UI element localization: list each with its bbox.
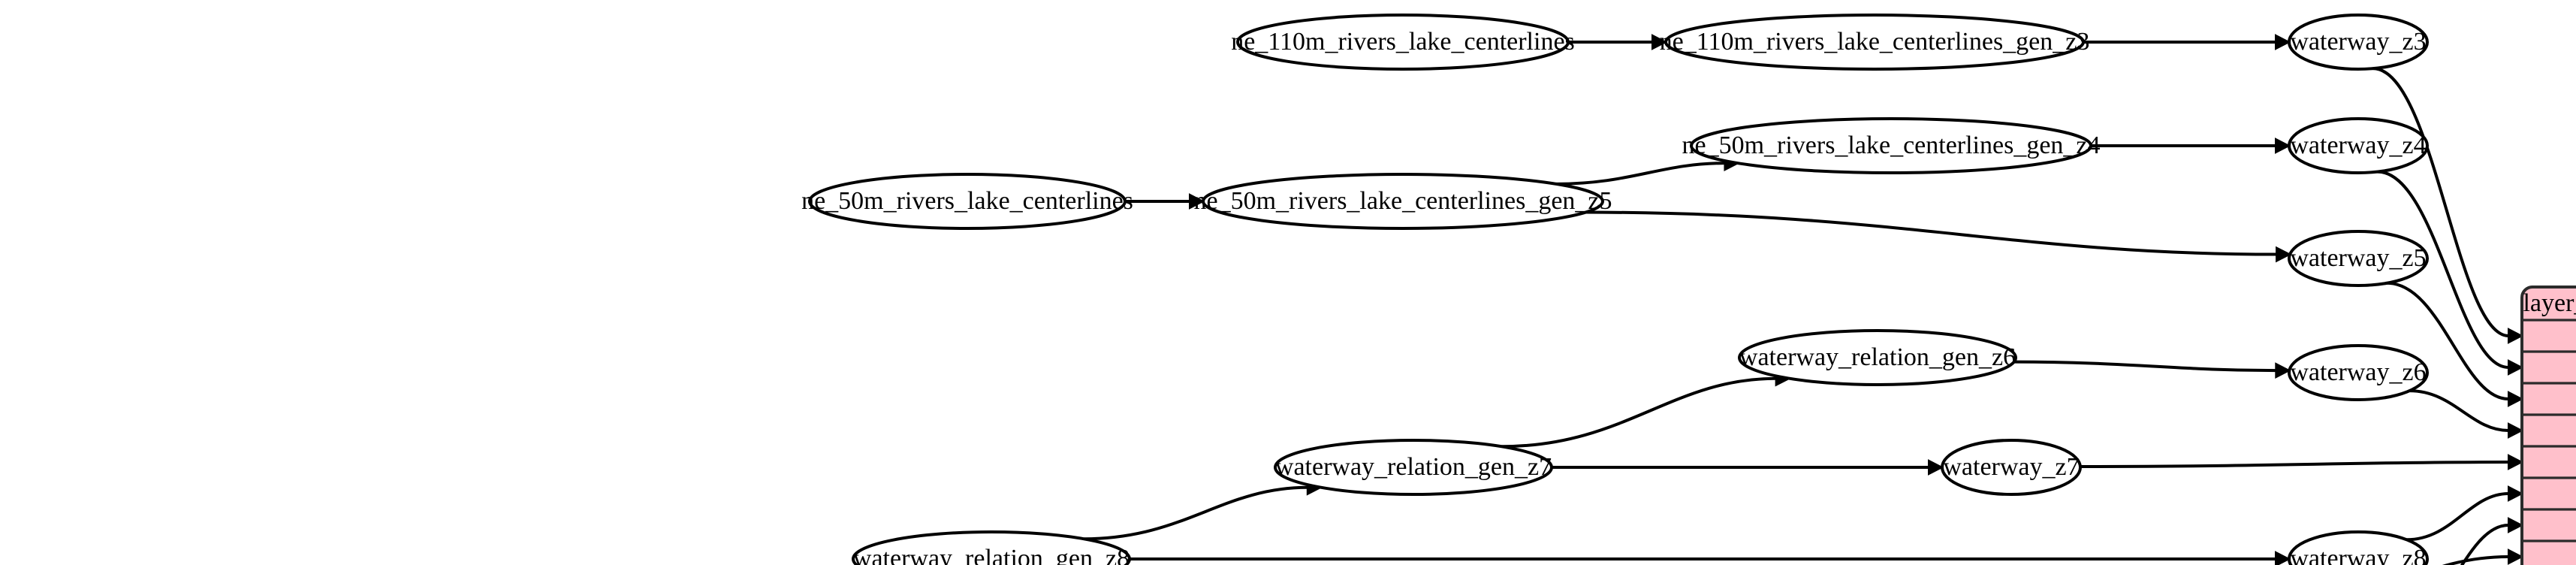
arrow-head-icon (2508, 391, 2524, 407)
node-label-waterway_z8: waterway_z8 (2290, 545, 2426, 565)
nodes-layer: imposm3osm_waterway_relationosm_waterway… (801, 14, 2429, 565)
edge-waterway_z4-to-layer_waterway-z4 (2377, 170, 2509, 369)
arrow-head-icon (2508, 548, 2524, 565)
node-label-waterway_z4: waterway_z4 (2290, 131, 2426, 159)
node-shape-ellipse (852, 530, 1131, 565)
record-node-layer-waterway: layer_waterwayz3z4z5z6z7z8z9z10z11z12z13… (2520, 286, 2576, 565)
node-shape-ellipse (2288, 117, 2429, 174)
node-shape-ellipse (1738, 329, 2017, 386)
node-ne_110m_rivers_lake_centerlines[interactable]: ne_110m_rivers_lake_centerlines (1231, 14, 1575, 71)
node-shape-ellipse (808, 173, 1127, 230)
arrow-head-icon (2276, 246, 2292, 263)
node-ne_110m_rivers_lake_centerlines_gen_z3[interactable]: ne_110m_rivers_lake_centerlines_gen_z3 (1660, 14, 2090, 71)
node-shape-ellipse (1202, 173, 1604, 230)
node-shape-ellipse (1941, 439, 2082, 496)
arrow-head-icon (2508, 359, 2524, 376)
node-shape-ellipse (2288, 14, 2429, 71)
arrow-head-icon (2508, 485, 2524, 502)
edge-ne_50m_rivers_lake_centerlines_gen_z5-to-waterway_z5 (1585, 210, 2277, 256)
record-title: layer_waterway (2523, 289, 2576, 317)
node-waterway_relation_gen_z8[interactable]: waterway_relation_gen_z8 (852, 530, 1131, 565)
edge-waterway_z9-to-layer_waterway-z9 (2460, 524, 2509, 565)
edge-waterway_z3-to-layer_waterway-z3 (2372, 67, 2509, 337)
node-shape-ellipse (1664, 14, 2085, 71)
node-label-waterway_relation_gen_z7: waterway_relation_gen_z7 (1275, 453, 1552, 481)
edges-layer (1084, 34, 2524, 565)
node-waterway_z5[interactable]: waterway_z5 (2288, 230, 2429, 287)
node-waterway_relation_gen_z6[interactable]: waterway_relation_gen_z6 (1738, 329, 2017, 386)
node-waterway_relation_gen_z7[interactable]: waterway_relation_gen_z7 (1274, 439, 1553, 496)
node-shape-ellipse (2288, 344, 2429, 401)
node-shape-ellipse (1236, 14, 1570, 71)
arrow-head-icon (1189, 193, 1205, 210)
node-label-ne_110m_rivers_lake_centerlines: ne_110m_rivers_lake_centerlines (1231, 28, 1575, 56)
node-ne_50m_rivers_lake_centerlines_gen_z4[interactable]: ne_50m_rivers_lake_centerlines_gen_z4 (1682, 117, 2101, 174)
node-shape-ellipse (1274, 439, 1553, 496)
node-label-ne_110m_rivers_lake_centerlines_gen_z3: ne_110m_rivers_lake_centerlines_gen_z3 (1660, 28, 2090, 56)
arrow-head-icon (2508, 328, 2524, 344)
node-shape-ellipse (2288, 530, 2429, 565)
edge-waterway_relation_gen_z8-to-waterway_relation_gen_z7 (1084, 485, 1308, 541)
node-label-waterway_z7: waterway_z7 (1943, 453, 2079, 481)
edge-waterway_relation_gen_z6-to-waterway_z6 (2013, 360, 2276, 373)
node-ne_50m_rivers_lake_centerlines[interactable]: ne_50m_rivers_lake_centerlines (801, 173, 1133, 230)
node-waterway_z8[interactable]: waterway_z8 (2288, 530, 2429, 565)
node-label-ne_50m_rivers_lake_centerlines: ne_50m_rivers_lake_centerlines (801, 187, 1133, 215)
arrow-head-icon (2275, 362, 2291, 379)
arrow-head-icon (2508, 517, 2524, 533)
node-waterway_z7[interactable]: waterway_z7 (1941, 439, 2082, 496)
arrow-head-icon (2275, 551, 2291, 565)
node-label-ne_50m_rivers_lake_centerlines_gen_z5: ne_50m_rivers_lake_centerlines_gen_z5 (1193, 187, 1612, 215)
record-outer-box (2520, 286, 2576, 565)
node-waterway_z6[interactable]: waterway_z6 (2288, 344, 2429, 401)
node-label-waterway_relation_gen_z6: waterway_relation_gen_z6 (1739, 343, 2016, 371)
record-node-layer: layer_waterwayz3z4z5z6z7z8z9z10z11z12z13… (2520, 286, 2576, 565)
arrow-head-icon (1928, 459, 1944, 476)
node-shape-ellipse (2288, 230, 2429, 287)
node-label-waterway_z5: waterway_z5 (2290, 244, 2426, 272)
node-label-waterway_z6: waterway_z6 (2290, 358, 2426, 386)
arrow-head-icon (2508, 454, 2524, 470)
edge-waterway_relation_gen_z7-to-waterway_relation_gen_z6 (1501, 376, 1776, 449)
arrow-head-icon (2508, 422, 2524, 439)
node-shape-ellipse (1690, 117, 2092, 174)
edge-waterway_z8-to-layer_waterway-z8 (2406, 492, 2509, 542)
edge-waterway_z6-to-layer_waterway-z6 (2409, 389, 2509, 432)
node-label-ne_50m_rivers_lake_centerlines_gen_z4: ne_50m_rivers_lake_centerlines_gen_z4 (1682, 131, 2100, 159)
arrow-head-icon (2275, 137, 2291, 154)
arrow-head-icon (2275, 34, 2291, 50)
node-waterway_z4[interactable]: waterway_z4 (2288, 117, 2429, 174)
edge-ne_50m_rivers_lake_centerlines_gen_z5-to-ne_50m_rivers_lake_centerlines_gen_z4 (1555, 162, 1725, 186)
edge-waterway_z7-to-layer_waterway-z7 (2080, 461, 2509, 469)
node-ne_50m_rivers_lake_centerlines_gen_z5[interactable]: ne_50m_rivers_lake_centerlines_gen_z5 (1193, 173, 1612, 230)
edge-waterway_z5-to-layer_waterway-z5 (2387, 281, 2509, 400)
node-label-waterway_relation_gen_z8: waterway_relation_gen_z8 (853, 545, 1130, 565)
arrow-head-icon (1651, 34, 1668, 50)
node-waterway_z3[interactable]: waterway_z3 (2288, 14, 2429, 71)
node-label-waterway_z3: waterway_z3 (2290, 28, 2426, 56)
